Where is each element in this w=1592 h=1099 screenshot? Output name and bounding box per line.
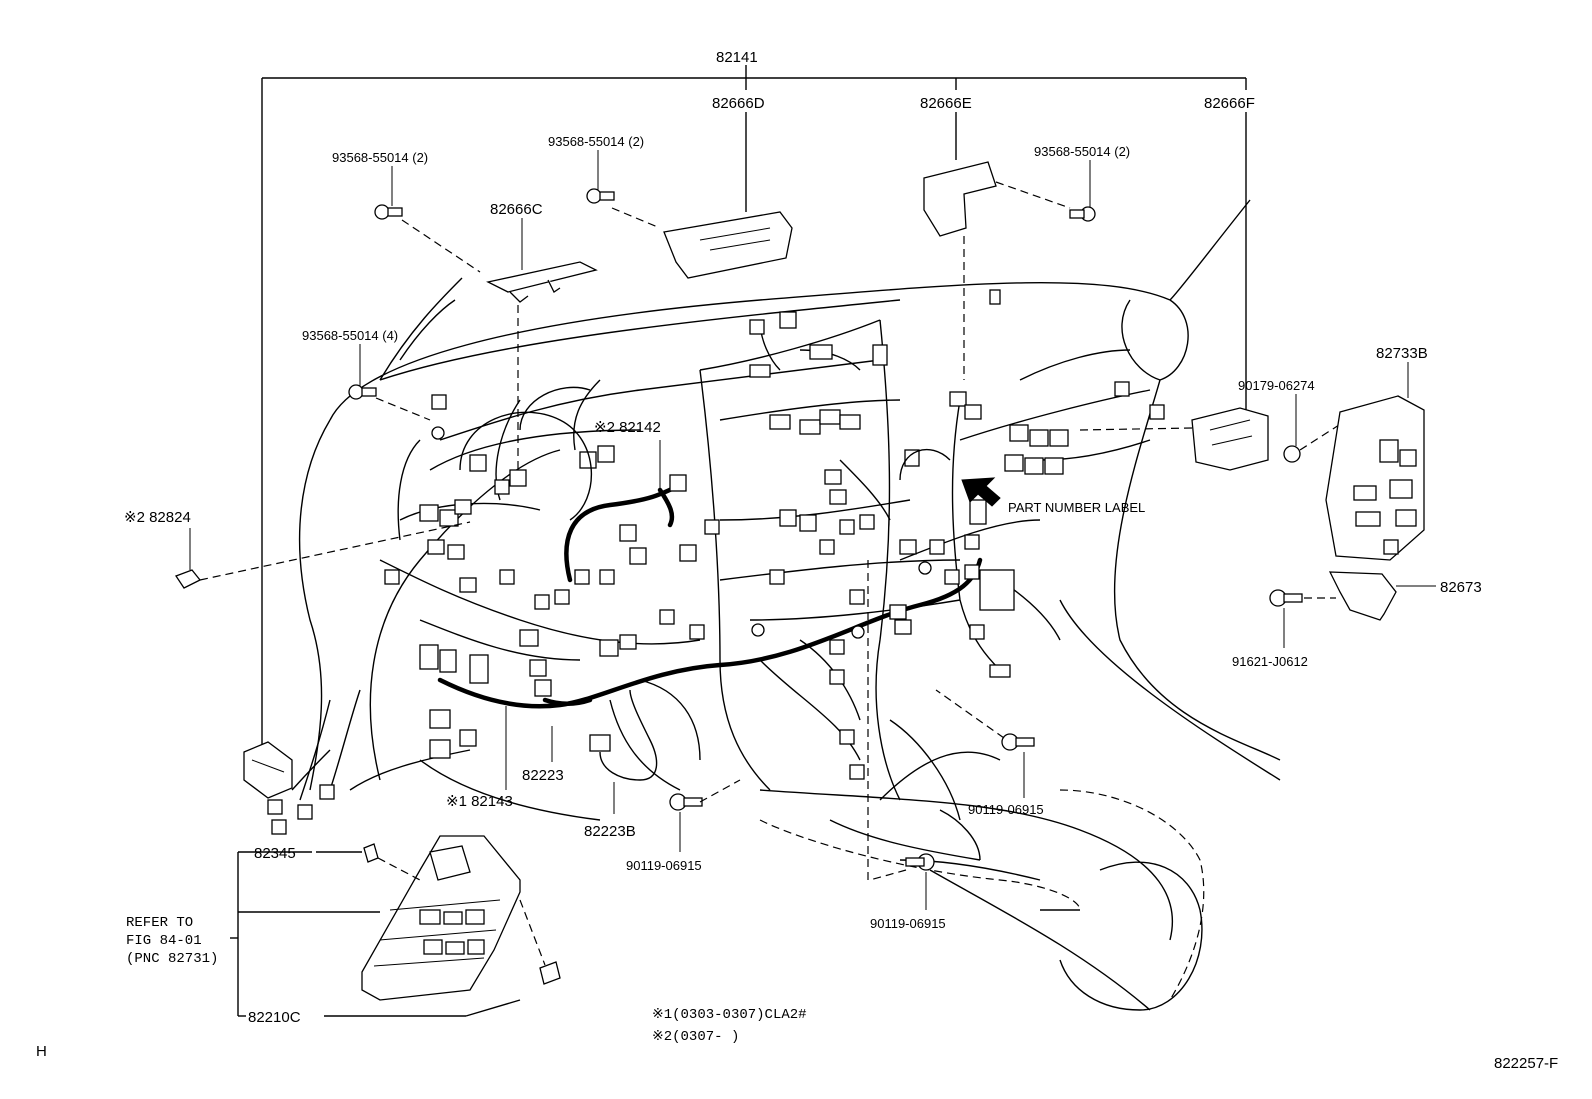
labels: 82141 82666D 82666E 82666F 93568-55014 (…	[36, 49, 1558, 1072]
bolt-90119-a	[669, 779, 741, 852]
label-90179: 90179-06274	[1238, 378, 1315, 393]
label-82143: ※1 82143	[446, 793, 513, 810]
label-90119-c: 90119-06915	[870, 916, 946, 931]
label-90119-b: 90119-06915	[968, 802, 1044, 817]
label-82824: ※2 82824	[124, 509, 191, 526]
ecu-82210C	[361, 835, 561, 1001]
label-refer-1: REFER TO	[126, 915, 193, 931]
instrument-panel-outline	[298, 199, 1281, 1011]
bracket-82666D	[611, 207, 793, 279]
label-90119-a: 90119-06915	[626, 858, 702, 873]
label-82673: 82673	[1440, 579, 1482, 596]
highlighted-wires	[437, 482, 983, 709]
block-82733B	[1325, 362, 1425, 561]
bolt-top-center	[586, 150, 615, 204]
bolt-top-right	[1069, 160, 1096, 222]
label-refer-2: FIG 84-01	[126, 933, 202, 949]
part-number-label-arrow	[961, 477, 1001, 507]
label-82142: ※2 82142	[594, 419, 661, 436]
bracket-82666F	[1079, 407, 1269, 471]
figure-id: 822257-F	[1494, 1055, 1558, 1072]
bracket-82673	[1328, 571, 1436, 621]
label-82666E: 82666E	[920, 95, 972, 112]
connector-82223B	[599, 689, 658, 814]
label-82666D: 82666D	[712, 95, 765, 112]
part-82824	[175, 521, 471, 589]
label-bolt-top-right: 93568-55014 (2)	[1034, 144, 1130, 159]
label-82223B: 82223B	[584, 823, 636, 840]
corner-h: H	[36, 1043, 47, 1060]
label-82223: 82223	[522, 767, 564, 784]
bracket-82666C	[486, 218, 598, 470]
harness-wires	[299, 319, 1151, 801]
harness-connectors	[267, 289, 1165, 835]
bolts	[348, 150, 1351, 910]
label-82345: 82345	[254, 845, 296, 862]
label-refer-3: (PNC 82731)	[126, 951, 218, 967]
gauge-outlines	[459, 386, 951, 521]
label-82666F: 82666F	[1204, 95, 1255, 112]
refer-bracket	[230, 851, 521, 1017]
bolt-90119-c	[867, 560, 935, 910]
label-82733B: 82733B	[1376, 345, 1428, 362]
bolt-left-4	[348, 277, 463, 421]
note-2: ※2(0307- )	[652, 1029, 739, 1045]
label-82666C: 82666C	[490, 201, 543, 218]
bolt-90179	[1283, 394, 1351, 463]
label-91621: 91621-J0612	[1232, 654, 1308, 669]
label-82210C: 82210C	[248, 1009, 301, 1026]
bolt-90119-b	[935, 689, 1035, 798]
grommets	[431, 426, 932, 639]
label-82141: 82141	[716, 49, 758, 66]
main-harness-bracket	[261, 65, 1247, 745]
label-part-number: PART NUMBER LABEL	[1008, 500, 1145, 515]
bolt-91621	[1269, 589, 1336, 648]
label-bolt-left-4: 93568-55014 (4)	[302, 328, 398, 343]
label-bolt-top-left: 93568-55014 (2)	[332, 150, 428, 165]
left-junction-block	[243, 741, 331, 799]
note-1: ※1(0303-0307)CLA2#	[652, 1007, 807, 1023]
bracket-82666E	[923, 161, 1071, 380]
bolt-top-left	[374, 166, 481, 273]
label-bolt-top-center: 93568-55014 (2)	[548, 134, 644, 149]
